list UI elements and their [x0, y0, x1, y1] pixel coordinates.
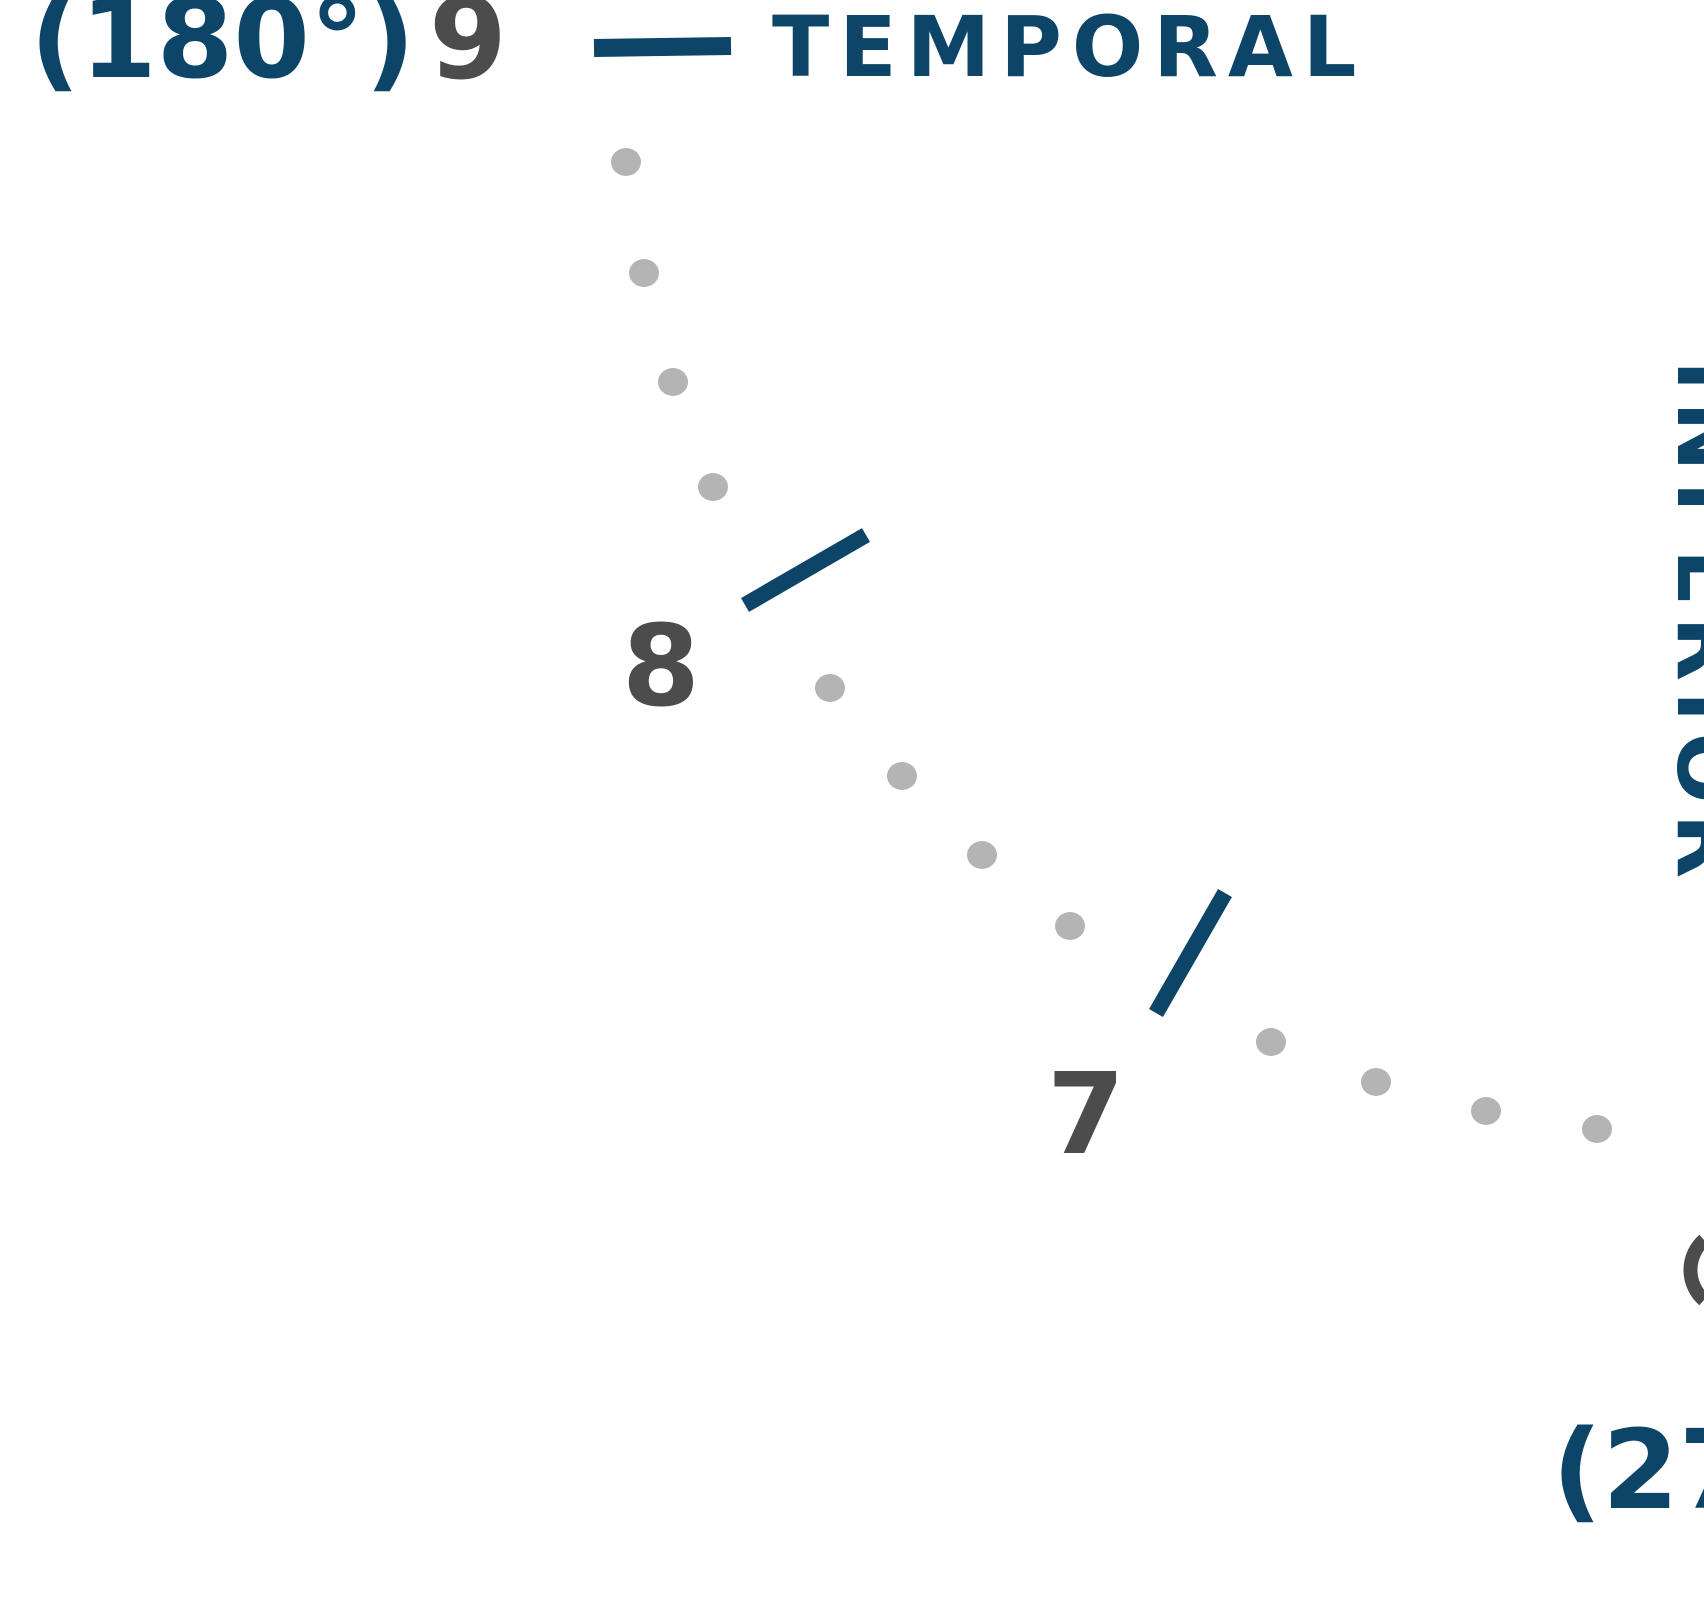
- hour-label-9: 9: [429, 0, 507, 105]
- minor-tick-dot: [815, 674, 845, 702]
- hour-tick-9: [593, 37, 732, 57]
- minor-dots-9-8: [611, 148, 728, 501]
- minor-tick-dot: [1361, 1068, 1391, 1096]
- hour-tick-8: [740, 528, 871, 612]
- minor-tick-dot: [1471, 1097, 1501, 1125]
- minor-tick-dot: [1256, 1028, 1286, 1056]
- minor-tick-dot: [698, 473, 728, 501]
- hour-tick-7: [1149, 889, 1232, 1017]
- hour-label-7: 7: [1047, 1050, 1125, 1180]
- minor-tick-dot: [629, 259, 659, 287]
- minor-dots-8-7: [815, 674, 1085, 940]
- minor-dots-7-6: [1256, 1028, 1612, 1143]
- degree-label-180: (180°): [30, 0, 415, 103]
- minor-tick-dot: [658, 368, 688, 396]
- minor-tick-dot: [1055, 912, 1085, 940]
- hour-label-8: 8: [622, 602, 700, 732]
- direction-label-temporal: TEMPORAL: [772, 0, 1366, 96]
- degree-label-270: (27: [1552, 1406, 1704, 1534]
- hour-label-6-fragment: [1683, 1234, 1704, 1306]
- minor-tick-dot: [887, 762, 917, 790]
- minor-tick-dot: [1582, 1115, 1612, 1143]
- direction-label-inferior: INFERIOR: [1658, 360, 1704, 888]
- minor-tick-dot: [611, 148, 641, 176]
- minor-tick-dot: [967, 841, 997, 869]
